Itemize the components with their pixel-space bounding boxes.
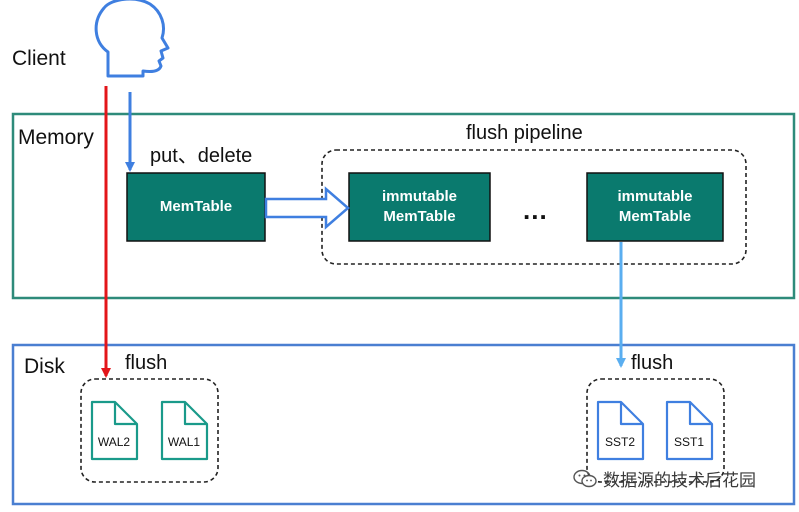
sst-group-box bbox=[586, 378, 725, 483]
memory-region bbox=[11, 112, 796, 300]
wal2-file-label: WAL2 bbox=[97, 435, 131, 449]
flush-pipeline-label: flush pipeline bbox=[466, 122, 583, 144]
hollow-flush-arrow bbox=[264, 186, 350, 230]
disk-label: Disk bbox=[24, 355, 65, 378]
wal-group-box bbox=[80, 378, 219, 483]
sst2-file-icon bbox=[596, 400, 645, 461]
wechat-icon bbox=[573, 469, 597, 487]
immutable-memtable-box-2 bbox=[586, 172, 724, 242]
disk-region bbox=[11, 343, 796, 506]
put-delete-label: put、delete bbox=[150, 145, 253, 167]
immutable-memtable-label-2: immutable MemTable bbox=[587, 173, 723, 241]
immutable-memtable-box-1 bbox=[348, 172, 491, 242]
wal2-file-icon bbox=[90, 400, 139, 461]
watermark: 数据源的技术后花园 bbox=[573, 466, 756, 491]
wal1-file-icon bbox=[160, 400, 209, 461]
memory-label: Memory bbox=[18, 126, 94, 149]
sst-flush-label: flush bbox=[631, 352, 674, 374]
client-head-icon bbox=[94, 0, 170, 78]
client-label: Client bbox=[12, 47, 66, 70]
immutable-text-2: immutable bbox=[617, 188, 693, 205]
memtable-text-1: MemTable bbox=[383, 208, 456, 225]
memtable-label: MemTable bbox=[127, 173, 265, 241]
memtable-box bbox=[126, 172, 266, 242]
wal1-file-label: WAL1 bbox=[167, 435, 201, 449]
sst2-file-label: SST2 bbox=[604, 435, 635, 449]
memtable-text: MemTable bbox=[159, 198, 233, 215]
watermark-text: 数据源的技术后花园 bbox=[603, 471, 756, 490]
sst1-file-label: SST1 bbox=[673, 435, 704, 449]
immutable-memtable-label-1: immutable MemTable bbox=[349, 173, 490, 241]
sst1-file-icon bbox=[665, 400, 714, 461]
flush-pipeline-box bbox=[321, 149, 747, 265]
wal-flush-label: flush bbox=[125, 352, 168, 374]
memtable-text-2: MemTable bbox=[618, 208, 692, 225]
immutable-text-1: immutable bbox=[381, 188, 457, 205]
pipeline-ellipsis: ... bbox=[523, 195, 548, 225]
